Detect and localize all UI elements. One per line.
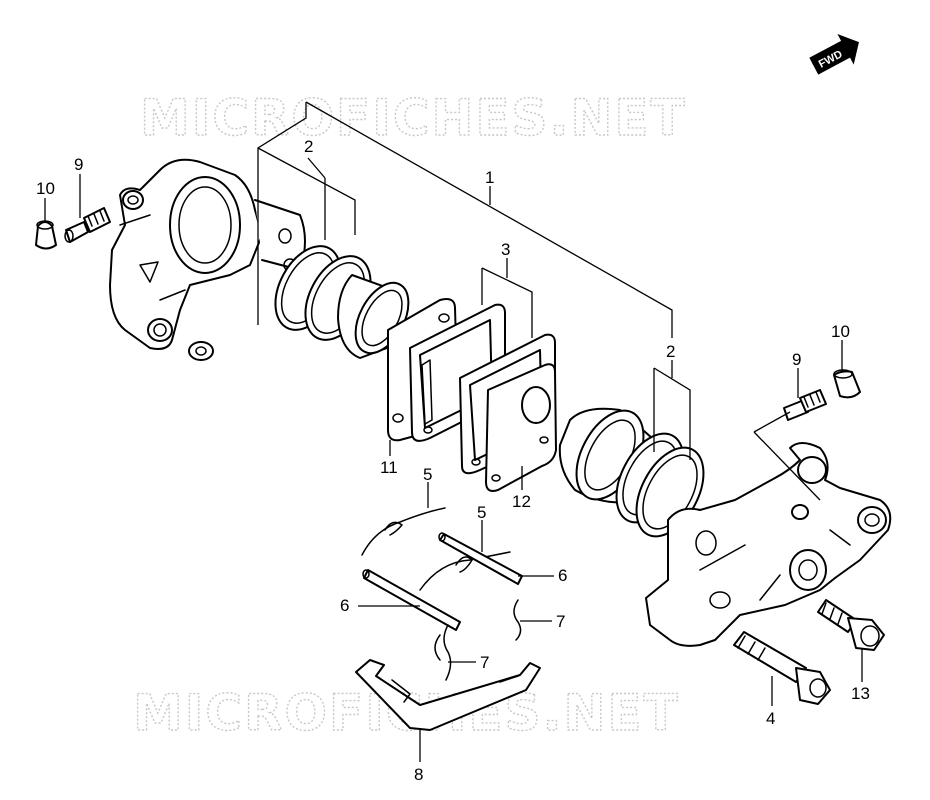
callout-7-lower: 7	[480, 653, 489, 672]
assembly-bracket-2-right	[653, 360, 691, 460]
callout-4: 4	[766, 709, 775, 728]
callout-5-upper: 5	[423, 465, 432, 484]
callout-10-left: 10	[36, 179, 55, 198]
caliper-bolt-13	[817, 599, 885, 651]
bleeder-cap-right	[833, 369, 861, 399]
assembly-bracket-1	[257, 101, 673, 338]
caliper-housing-right	[645, 442, 892, 647]
bleeder-valve-right	[783, 389, 827, 421]
watermark-top: MICROFICHES.NET	[140, 89, 687, 147]
callout-7-right: 7	[556, 612, 565, 631]
callout-12: 12	[512, 492, 531, 511]
callout-6-left: 6	[340, 596, 349, 615]
assembly-bracket-3	[481, 258, 533, 338]
pin-clip-lower	[434, 624, 452, 681]
mounting-bolt-4	[733, 631, 831, 705]
caliper-housing-left	[109, 158, 306, 350]
callout-9-left: 9	[74, 155, 83, 174]
assembly-bracket-2-left	[257, 147, 356, 240]
callout-2-left: 2	[304, 137, 313, 156]
pad-spring-plate	[355, 659, 541, 731]
washer	[188, 341, 214, 361]
bleeder-cap-left	[35, 220, 57, 250]
pin-clip-upper	[513, 599, 522, 641]
bleeder-valve-left	[64, 207, 111, 243]
leader-lines	[44, 174, 863, 762]
callout-8: 8	[414, 765, 423, 784]
callout-2-right: 2	[666, 342, 675, 361]
pad-shim-rear	[485, 363, 557, 492]
assembly-bracket-9-right	[753, 368, 821, 501]
callout-5-lower: 5	[477, 503, 486, 522]
fwd-arrow-icon: FWD	[809, 33, 859, 75]
callout-3: 3	[501, 240, 510, 259]
callout-6-right: 6	[558, 566, 567, 585]
pad-pin-upper	[438, 532, 523, 585]
callout-11: 11	[380, 458, 398, 477]
callout-9-right: 9	[792, 350, 801, 369]
pad-pin-lower	[362, 569, 461, 631]
callout-13: 13	[851, 684, 870, 703]
callout-10-right: 10	[831, 322, 850, 341]
pad-spring-lower	[419, 551, 511, 591]
pad-spring-upper	[361, 507, 446, 556]
callout-1: 1	[485, 168, 494, 187]
